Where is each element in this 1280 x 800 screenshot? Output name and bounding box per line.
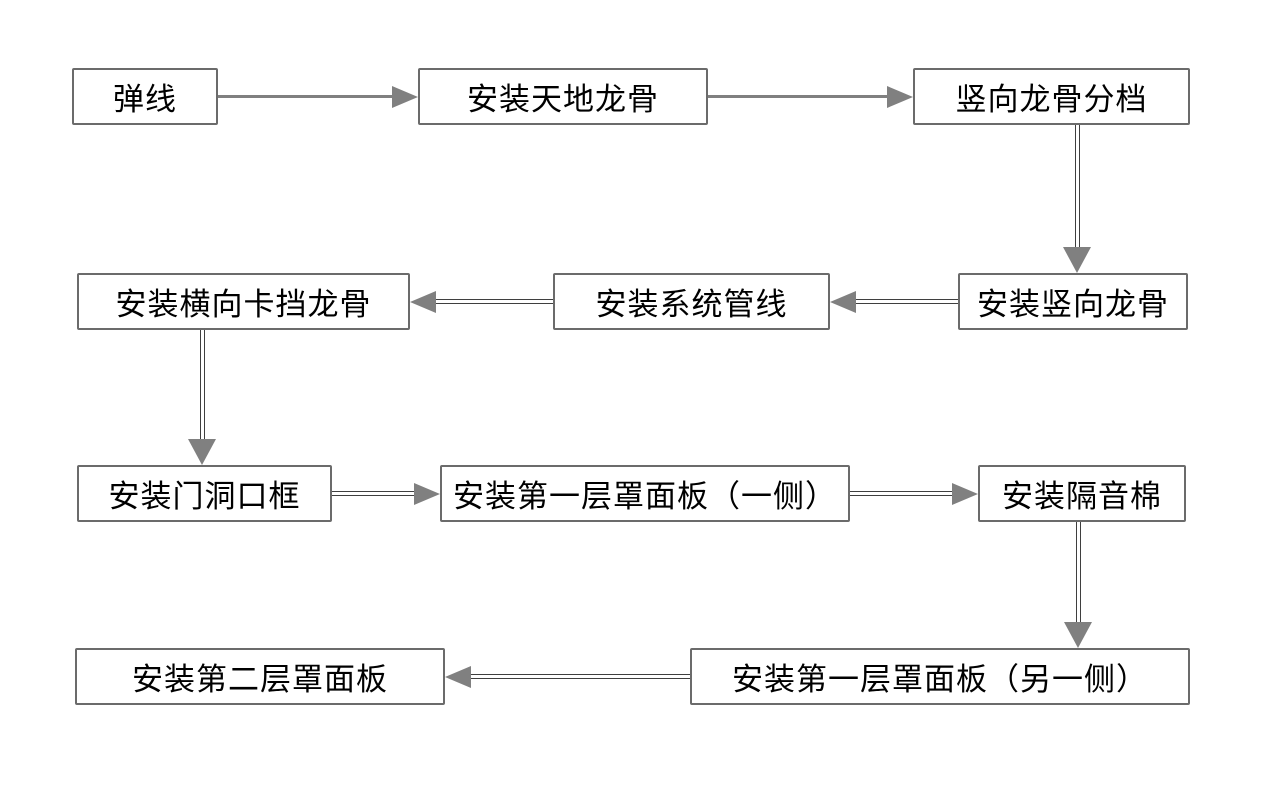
flow-node-label: 竖向龙骨分档 <box>955 82 1148 117</box>
flow-node-label: 安装竖向龙骨 <box>977 287 1169 322</box>
flow-node-n3: 竖向龙骨分档 <box>913 68 1190 125</box>
connector-line <box>853 299 958 304</box>
flow-node-label: 安装第二层罩面板 <box>132 662 388 697</box>
flow-node-n7: 安装门洞口框 <box>77 465 332 522</box>
connector-line <box>1074 125 1080 250</box>
flow-node-n1: 弹线 <box>72 68 218 125</box>
flow-node-label: 弹线 <box>113 82 177 117</box>
flow-node-label: 安装第一层罩面板（另一侧） <box>732 662 1148 697</box>
flow-node-n5: 安装系统管线 <box>553 273 830 330</box>
connector-line <box>1075 522 1081 625</box>
flow-node-label: 安装系统管线 <box>595 287 788 322</box>
flow-node-n6: 安装竖向龙骨 <box>958 273 1188 330</box>
connector-line <box>218 95 395 98</box>
arrowhead-left-icon <box>410 290 436 313</box>
flow-node-label: 安装门洞口框 <box>108 479 301 514</box>
flow-node-label: 安装第一层罩面板（一侧） <box>453 479 837 514</box>
arrowhead-right-icon <box>392 85 418 108</box>
connector-line <box>332 491 417 496</box>
arrowhead-left-icon <box>830 290 856 313</box>
arrowhead-down-icon <box>188 439 216 465</box>
connector-line <box>468 674 690 679</box>
flow-node-label: 安装天地龙骨 <box>467 82 659 117</box>
flow-node-n9: 安装隔音棉 <box>978 465 1186 522</box>
arrowhead-right-icon <box>414 482 440 505</box>
arrowhead-right-icon <box>952 482 978 505</box>
flow-node-n8: 安装第一层罩面板（一侧） <box>440 465 850 522</box>
arrowhead-down-icon <box>1064 622 1092 648</box>
arrowhead-left-icon <box>445 665 471 688</box>
arrowhead-down-icon <box>1063 247 1091 273</box>
flow-node-label: 安装隔音棉 <box>1002 479 1162 514</box>
flow-node-n11: 安装第一层罩面板（另一侧） <box>690 648 1190 705</box>
flow-node-n2: 安装天地龙骨 <box>418 68 708 125</box>
connector-line <box>433 299 553 304</box>
flow-node-n4: 安装横向卡挡龙骨 <box>77 273 410 330</box>
flow-node-n10: 安装第二层罩面板 <box>75 648 445 705</box>
flow-node-label: 安装横向卡挡龙骨 <box>115 287 372 322</box>
connector-line <box>199 330 205 442</box>
connector-line <box>850 491 955 496</box>
arrowhead-right-icon <box>887 85 913 108</box>
connector-line <box>708 95 890 98</box>
